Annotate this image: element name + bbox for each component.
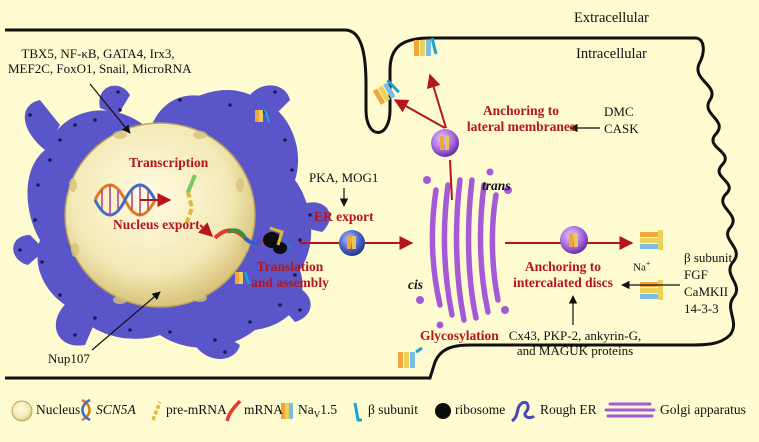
legend-icons	[11, 398, 656, 423]
vesicle-er-export	[339, 230, 365, 256]
legend-beta-icon	[353, 402, 362, 422]
er-export-label: ER export	[314, 209, 374, 224]
cx43-label: Cx43, PKP-2, ankyrin-G, and MAGUK protei…	[500, 328, 650, 359]
legend-beta: β subunit	[368, 402, 418, 417]
er-ribosome-dots	[18, 90, 312, 354]
ribosome-complex	[263, 226, 294, 254]
legend-er-icon	[510, 400, 536, 423]
sodium-ion-label: Na+	[633, 259, 650, 275]
anchoring-lateral-line-2: lateral membranes	[466, 118, 576, 134]
cis-label: cis	[408, 277, 423, 292]
camkii-label: CaMKII	[684, 284, 729, 299]
sodium-symbol: Na	[633, 261, 646, 274]
translation-line-2: and assembly	[251, 274, 329, 290]
translation-assembly-label: Translation and assembly	[250, 259, 330, 291]
nucleus-export-label: Nucleus export	[113, 217, 200, 232]
glycosylation-label: Glycosylation	[420, 328, 499, 343]
cx43-line-2: and MAGUK proteins	[516, 343, 634, 359]
intracellular-label: Intracellular	[576, 46, 647, 62]
factors-line-2: MEF2C, FoxO1, Snail, MicroRNA	[8, 61, 192, 77]
anchoring-discs-label: Anchoring to intercalated discs	[508, 259, 618, 291]
golgi-vesicles	[416, 168, 512, 329]
cell-membrane	[5, 28, 739, 380]
legend-nucleus: Nucleus	[36, 402, 81, 417]
legend-nav15: NaV1.5	[298, 402, 337, 420]
vesicle-lateral	[431, 129, 459, 157]
legend-dna-icon	[81, 398, 91, 422]
beta-subunit-label: β subunit	[684, 250, 733, 265]
transcription-label: Transcription	[129, 155, 209, 170]
legend-scn5a: SCN5A	[96, 402, 136, 417]
anchoring-discs-line-1: Anchoring to	[524, 259, 602, 274]
legend-mrna-icon	[225, 399, 242, 422]
cx43-line-1: Cx43, PKP-2, ankyrin-G,	[508, 328, 642, 343]
dmc-label: DMC	[604, 104, 634, 119]
legend-rough-er: Rough ER	[540, 402, 597, 417]
legend-pre-mrna: pre-mRNA	[166, 402, 227, 417]
legend-nucleus-icon	[11, 400, 33, 422]
pka-mog1-label: PKA, MOG1	[309, 170, 379, 185]
anchoring-discs-line-2: intercalated discs	[513, 274, 613, 290]
legend-ribosome: ribosome	[455, 402, 506, 417]
golgi-apparatus	[429, 177, 501, 323]
extracellular-label: Extracellular	[574, 10, 649, 26]
fgf-label: FGF	[684, 267, 708, 282]
nav15-channels	[235, 37, 663, 368]
legend-nav15-tail: 1.5	[320, 402, 338, 417]
nucleus	[64, 122, 256, 308]
legend-nav15-sub: V	[313, 409, 321, 420]
anchoring-lateral-line-1: Anchoring to	[482, 103, 560, 118]
nuclear-pores	[69, 131, 249, 304]
legend-golgi-icon	[604, 402, 656, 418]
legend-mrna: mRNA	[244, 402, 284, 417]
transcription-factors-label: TBX5, NF-κB, GATA4, Irx3, MEF2C, FoxO1, …	[8, 46, 192, 77]
p1433-label: 14-3-3	[684, 301, 719, 316]
vesicle-intercalated	[560, 226, 588, 254]
cask-label: CASK	[604, 121, 639, 136]
legend-golgi: Golgi apparatus	[660, 402, 746, 417]
translation-line-1: Translation	[256, 259, 324, 274]
legend-ribosome-icon	[435, 403, 451, 419]
factors-line-1: TBX5, NF-κB, GATA4, Irx3,	[21, 46, 175, 61]
legend-pre-mrna-icon	[151, 401, 162, 421]
trans-label: trans	[482, 178, 511, 193]
legend-nav15-icon	[281, 403, 293, 419]
legend-nav15-main: Na	[298, 402, 314, 417]
nup107-label: Nup107	[48, 351, 90, 366]
anchoring-lateral-label: Anchoring to lateral membranes	[466, 103, 576, 135]
sodium-charge: +	[645, 259, 651, 268]
